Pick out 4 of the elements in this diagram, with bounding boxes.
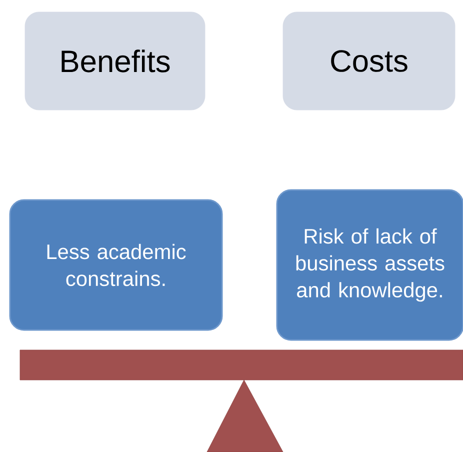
- text-box: Less academic constrains.: [9, 199, 223, 331]
- text-box: Risk of lack of business assets and knowledge.: [276, 189, 463, 341]
- heading-box: Benefits: [24, 12, 206, 110]
- heading-box: Costs: [282, 12, 456, 110]
